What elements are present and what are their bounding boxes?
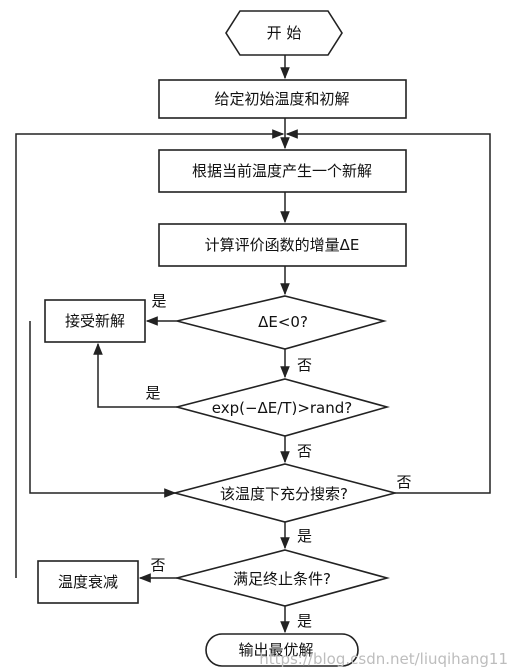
node-stop-check: 满足终止条件? xyxy=(173,549,391,607)
edge-accept-inner xyxy=(29,321,177,498)
inner-loop-diamond xyxy=(171,463,399,523)
delta-label: 计算评价函数的增量ΔE xyxy=(205,236,360,254)
watermark-text: https://blog.csdn.net/liuqihang11 xyxy=(259,650,508,668)
start-label: 开 始 xyxy=(267,24,302,42)
label-no-metropolis: 否 xyxy=(297,442,312,460)
end-terminal xyxy=(205,633,359,667)
init-label: 给定初始温度和初解 xyxy=(214,90,349,108)
label-yes-stop-check: 是 xyxy=(297,612,312,630)
check-delta-label: ΔE<0? xyxy=(258,313,308,331)
stop-check-diamond xyxy=(173,549,391,607)
end-label: 输出最优解 xyxy=(238,641,313,659)
edge-metropolis-accept xyxy=(93,342,177,408)
stop-check-label: 满足终止条件? xyxy=(233,570,331,588)
generate-label: 根据当前温度产生一个新解 xyxy=(192,162,372,180)
node-start: 开 始 xyxy=(225,10,343,56)
init-box xyxy=(158,79,407,119)
node-init: 给定初始温度和初解 xyxy=(158,79,407,119)
generate-box xyxy=(158,149,407,193)
node-delta: 计算评价函数的增量ΔE xyxy=(158,223,407,267)
metropolis-label: exp(−ΔE/T)>rand? xyxy=(212,399,353,417)
delta-box xyxy=(158,223,407,267)
cool-box xyxy=(37,560,139,604)
node-accept: 接受新解 xyxy=(44,299,146,343)
accept-box xyxy=(44,299,146,343)
edge-labels: 是 否 是 否 否 是 否 是 xyxy=(145,292,411,630)
node-cool: 温度衰减 xyxy=(37,560,139,604)
label-no-inner-loop: 否 xyxy=(396,473,411,491)
label-yes-inner-loop: 是 xyxy=(297,527,312,545)
node-metropolis: exp(−ΔE/T)>rand? xyxy=(173,378,390,437)
node-check-delta: ΔE<0? xyxy=(176,295,388,350)
node-generate: 根据当前温度产生一个新解 xyxy=(158,149,407,193)
metropolis-diamond xyxy=(173,378,390,437)
edge-cool-loop xyxy=(15,129,285,578)
label-no-check-delta: 否 xyxy=(297,356,312,374)
label-no-stop-check: 否 xyxy=(150,556,165,574)
label-yes-check-delta: 是 xyxy=(151,292,166,310)
inner-loop-label: 该温度下充分搜索? xyxy=(220,485,348,503)
label-yes-metropolis: 是 xyxy=(145,384,160,402)
connectors xyxy=(15,55,491,634)
cool-label: 温度衰减 xyxy=(58,573,118,591)
check-delta-diamond xyxy=(176,295,388,350)
edge-inner-loop xyxy=(285,129,491,494)
start-terminal xyxy=(225,10,343,56)
accept-label: 接受新解 xyxy=(65,312,125,330)
node-inner-loop: 该温度下充分搜索? xyxy=(171,463,399,523)
node-end: 输出最优解 xyxy=(205,633,359,667)
